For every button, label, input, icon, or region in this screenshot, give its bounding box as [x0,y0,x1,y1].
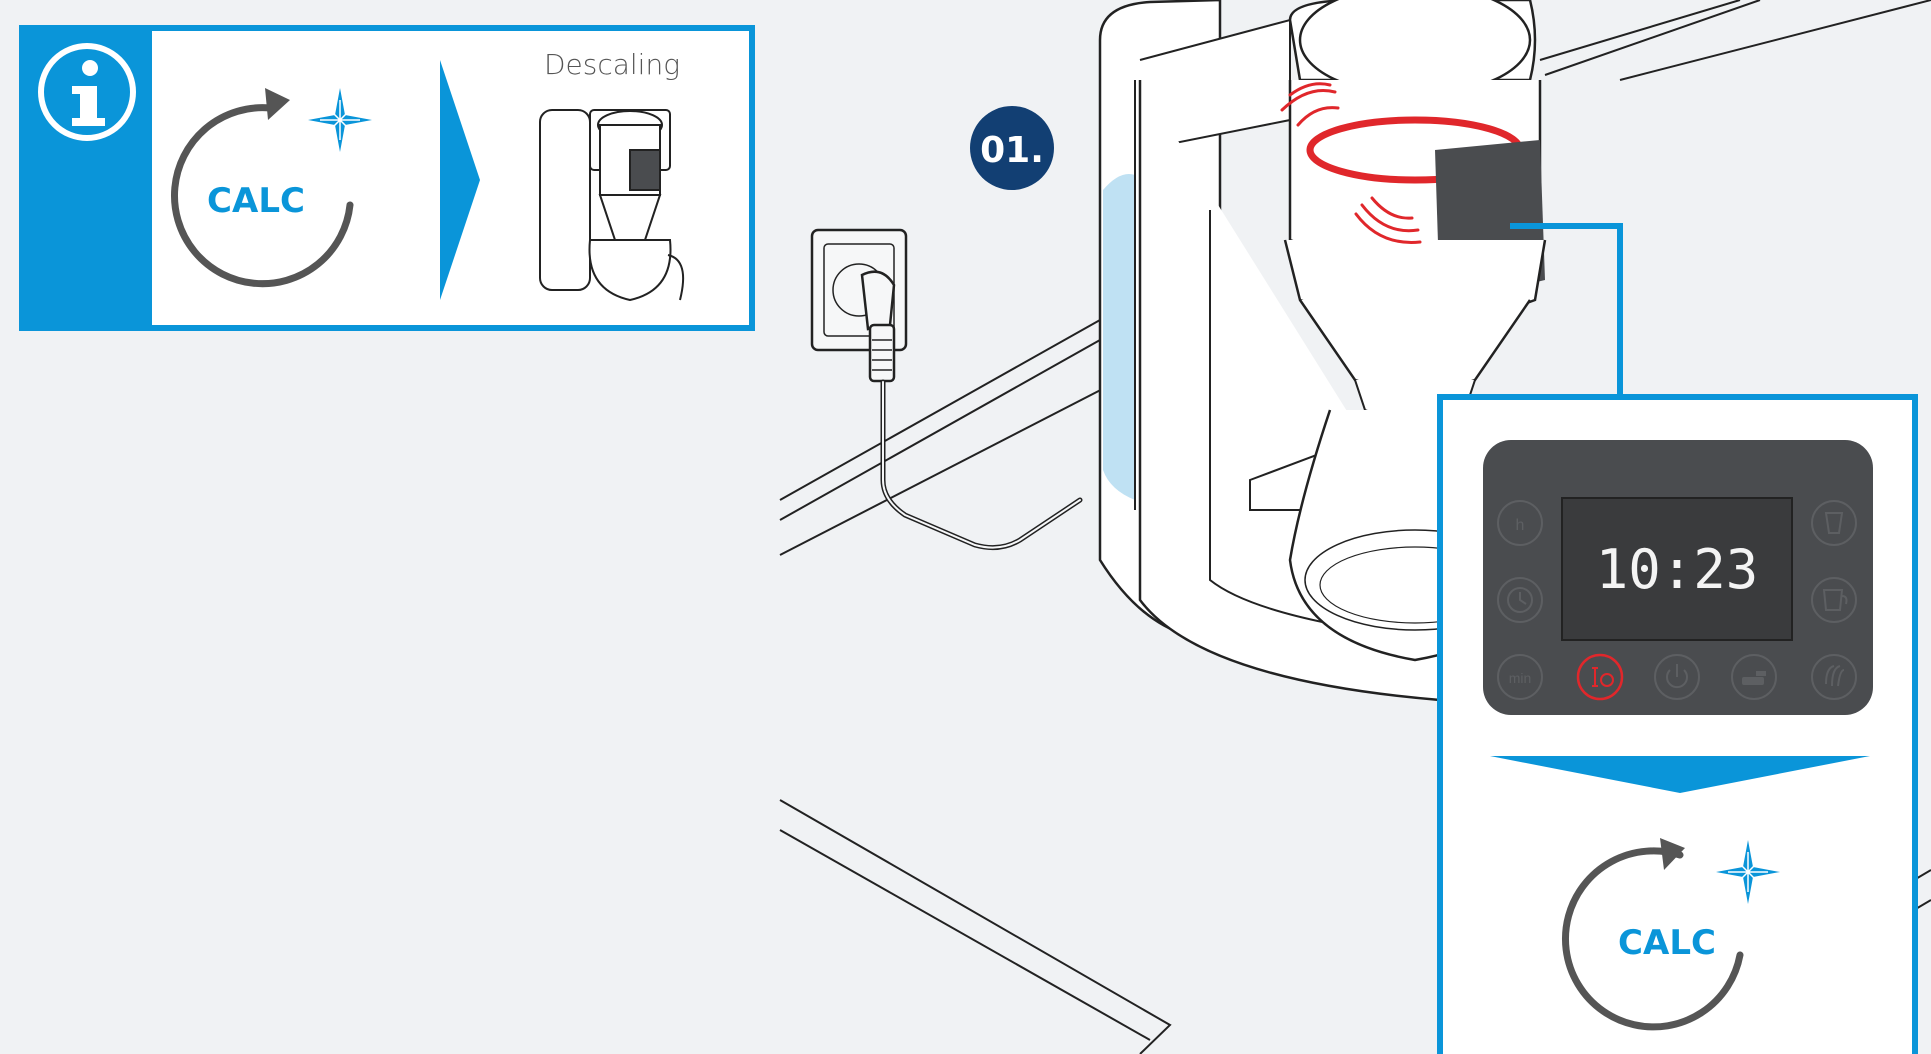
hour-label: h [1516,517,1525,534]
descaling-label: Descaling [544,48,680,81]
lcd-time: 10:23 [1596,538,1759,601]
calc-result-label: CALC [1618,923,1716,963]
water-tank [1103,174,1135,500]
control-panel: 10:23 h min [1483,440,1873,715]
min-label: min [1509,670,1532,686]
step-badge: 01. [970,106,1054,190]
calc-label: CALC [207,181,305,221]
step-number: 01. [980,130,1044,171]
info-box: CALC Descaling [22,28,752,328]
zoom-callout: 10:23 h min [1440,397,1915,1054]
